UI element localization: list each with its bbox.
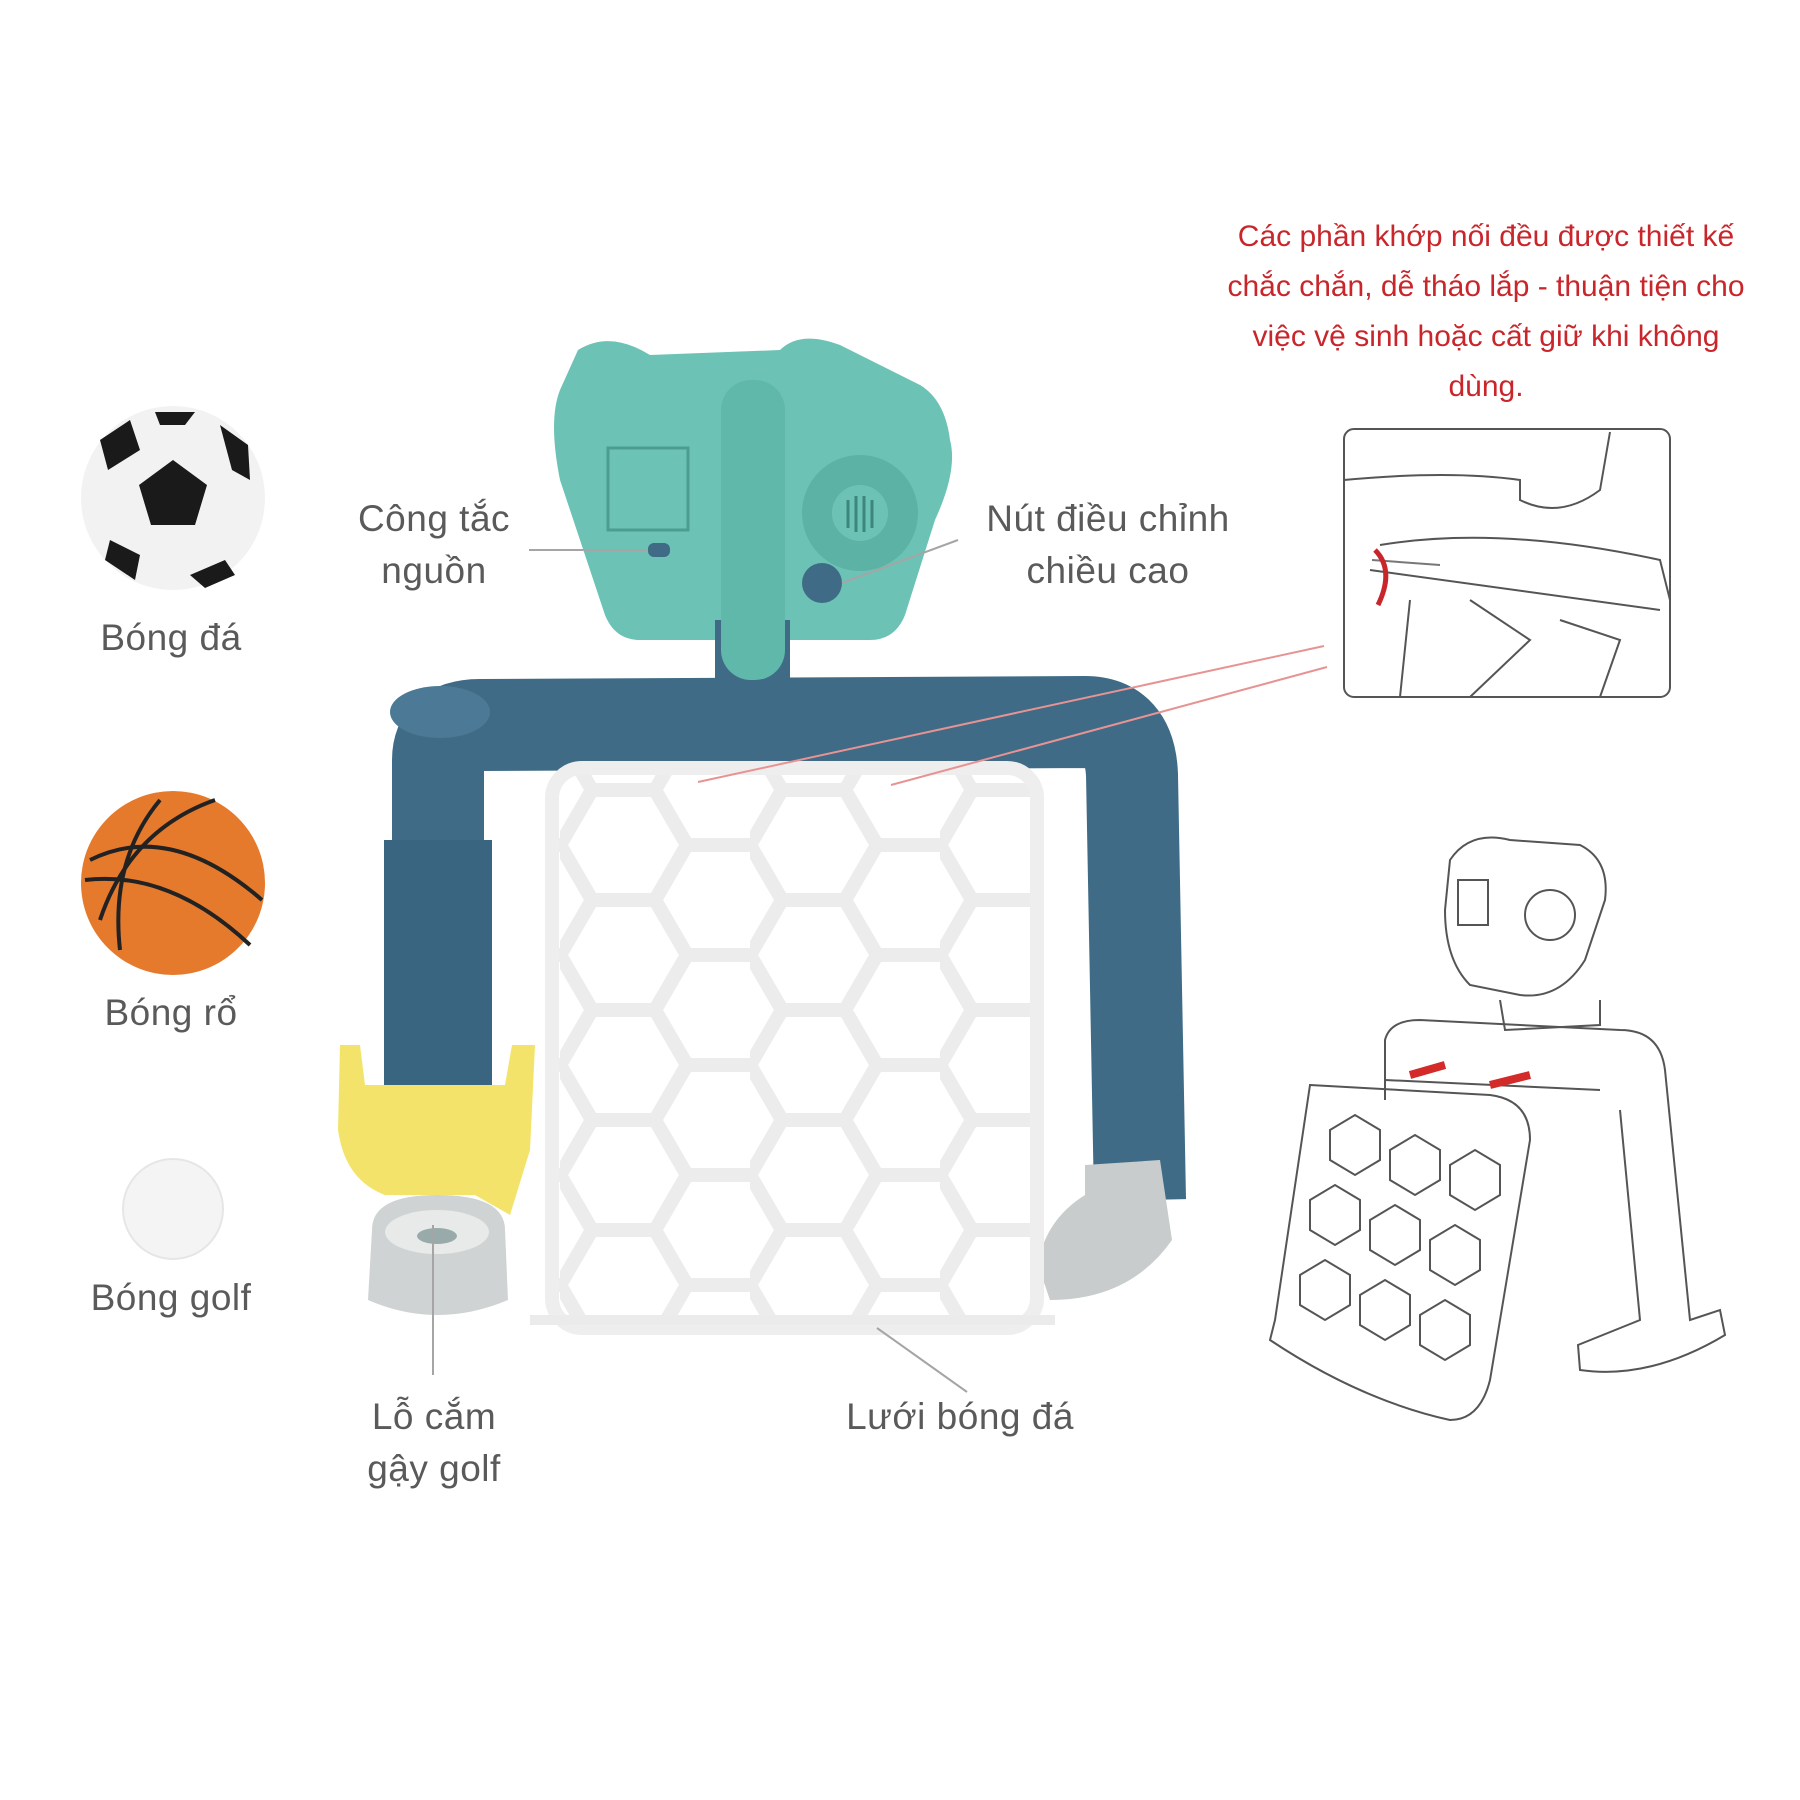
callout-line-1: Nút điều chỉnh (986, 498, 1230, 539)
height-adjust-button (802, 563, 842, 603)
joint-detail-inset (1343, 428, 1671, 698)
basketball-icon (81, 791, 265, 975)
callout-height-button: Nút điều chỉnh chiều cao (958, 493, 1258, 597)
golf-clamp (338, 1045, 535, 1215)
label-basketball: Bóng rổ (104, 992, 238, 1033)
callout-soccer-net: Lưới bóng đá (846, 1396, 1074, 1437)
basketball-board-head (554, 338, 953, 715)
callout-lines (432, 539, 968, 1393)
power-switch (648, 543, 670, 557)
callout-line-2: chiều cao (1026, 550, 1190, 591)
soccer-ball-icon (81, 406, 265, 590)
frame-foot (1038, 1160, 1172, 1300)
golf-cup (368, 1195, 508, 1315)
callout-power-switch: Công tắc nguồn (314, 493, 554, 597)
label-golf-ball: Bóng golf (90, 1277, 252, 1318)
soccer-net (530, 761, 1055, 1335)
golf-ball-icon (122, 1158, 224, 1260)
callout-line-2: nguồn (381, 550, 487, 591)
callout-line-1: Công tắc (357, 498, 511, 539)
callout-golf-hole: Lỗ cắm gậy golf (314, 1391, 554, 1495)
callout-line-2: gậy golf (367, 1448, 501, 1489)
label-soccer-ball: Bóng đá (100, 617, 242, 658)
joint-pointer-lines (697, 645, 1328, 786)
assembly-line-drawing (1268, 836, 1727, 1422)
joint-note: Các phần khớp nối đều được thiết kế chắc… (1227, 220, 1745, 403)
callout-line-1: Lỗ cắm (371, 1396, 497, 1437)
